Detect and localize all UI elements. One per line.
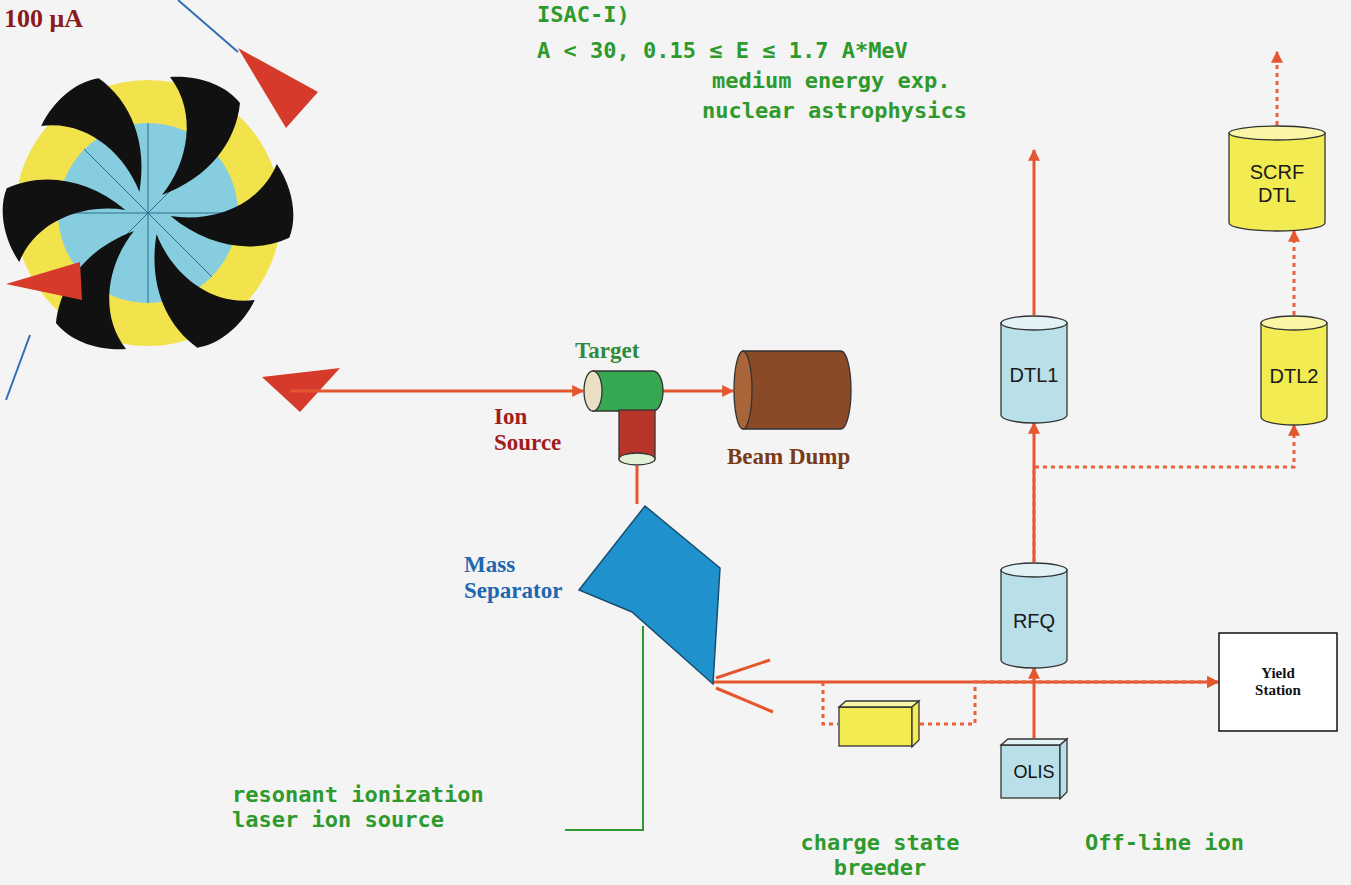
primary-beam — [290, 390, 583, 393]
beam-line — [920, 682, 1218, 724]
annotation-label: ISAC-I) — [537, 2, 630, 27]
extraction-probe — [238, 48, 318, 128]
node-label: Ion Source — [494, 404, 586, 456]
node-label: SCRF DTL — [1250, 161, 1304, 207]
beam-line — [823, 682, 838, 724]
beam-line — [1033, 668, 1036, 738]
extraction-probe — [6, 262, 82, 300]
separator-stub — [716, 688, 773, 712]
node-label: RFQ — [1013, 610, 1055, 633]
mass-separator-magnet: Mass Separator — [578, 504, 722, 686]
node-label: DTL1 — [1010, 364, 1059, 387]
beam-line — [1034, 425, 1294, 562]
yield-station-box: Yield Station — [1218, 632, 1338, 732]
rfq-cylinder: RFQ — [1000, 562, 1068, 668]
beam-line — [636, 466, 639, 504]
beam-out — [1276, 52, 1279, 125]
beam-line — [1293, 231, 1296, 315]
node-label: OLIS — [1013, 762, 1054, 783]
beam-dump-cylinder-outline — [733, 350, 851, 430]
extraction-line — [6, 335, 30, 400]
charge-state-breeder-box: charge state breeder — [838, 700, 920, 748]
target-cylinder: Target — [583, 370, 663, 412]
ion-source-cylinder-outline — [618, 410, 656, 466]
separator-stub — [716, 660, 770, 678]
node-label: Beam Dump — [727, 444, 877, 470]
spiral-sectors — [0, 65, 312, 361]
node-label: Mass Separator — [464, 552, 572, 604]
olis-box: OLIS — [1000, 738, 1068, 800]
node-label: Yield Station — [1255, 665, 1301, 699]
node-label: DTL2 — [1270, 365, 1319, 388]
extraction-line — [178, 0, 238, 52]
mass-separator-magnet-outline — [578, 504, 722, 686]
beam-dump-cylinder: Beam Dump — [733, 350, 851, 430]
scrf-dtl-cylinder: SCRF DTL — [1228, 125, 1326, 231]
beam-line — [1033, 423, 1036, 562]
beam-line — [663, 390, 733, 393]
target-cylinder-outline — [583, 370, 663, 412]
annotation-label: Off-line ion — [1085, 830, 1244, 855]
leader-line — [565, 626, 643, 830]
beam-out — [1033, 150, 1036, 315]
annotation-label: medium energy exp. — [712, 68, 950, 93]
ion-source-cylinder: Ion Source — [618, 410, 656, 466]
annotation-label: 100 μA — [4, 4, 83, 34]
annotation-label: nuclear astrophysics — [702, 98, 967, 123]
dtl1-cylinder: DTL1 — [1000, 315, 1068, 423]
node-label: Target — [575, 338, 685, 364]
charge-state-breeder-box-outline — [838, 700, 920, 748]
dtl2-cylinder: DTL2 — [1260, 315, 1328, 425]
annotation-label: A < 30, 0.15 ≤ E ≤ 1.7 A*MeV — [537, 38, 908, 63]
cyclotron — [0, 0, 340, 412]
annotation-label: resonant ionization laser ion source — [232, 782, 532, 832]
node-label: charge state breeder — [789, 830, 971, 880]
